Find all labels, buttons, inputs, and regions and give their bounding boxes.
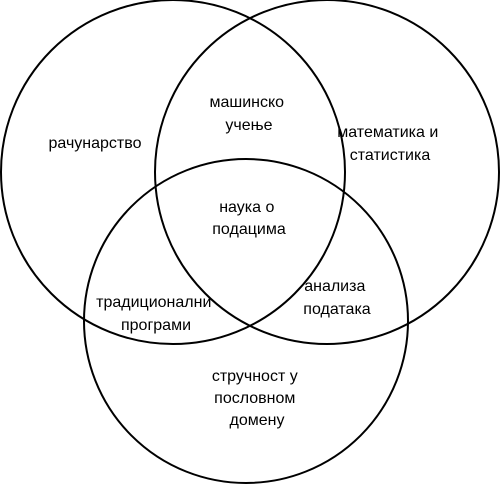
traditional-programs-label-line2: програми xyxy=(121,317,191,334)
data-analysis-label: анализа података xyxy=(303,278,370,318)
domain-expertise-circle xyxy=(83,158,409,484)
traditional-programs-label-line1: традиционални xyxy=(96,294,211,311)
computing-circle xyxy=(0,0,346,345)
data-science-label-line2: подацима xyxy=(212,221,286,238)
traditional-programs-label: традиционални програми xyxy=(96,294,216,334)
data-science-label: наука о подацима xyxy=(212,199,286,238)
math-statistics-label: математика и статистика xyxy=(337,124,443,164)
domain-expertise-label: стручност у пословном домену xyxy=(212,368,302,429)
domain-expertise-label-line1: стручност у xyxy=(212,368,298,385)
computing-label: рачунарство xyxy=(49,135,142,152)
domain-expertise-label-line3: домену xyxy=(230,412,285,429)
domain-expertise-label-line2: пословном xyxy=(214,390,295,407)
data-analysis-label-line2: података xyxy=(303,301,370,318)
machine-learning-label-line1: машинско xyxy=(209,94,284,111)
math-statistics-label-line1: математика и xyxy=(337,124,438,141)
machine-learning-label: машинско учење xyxy=(209,94,288,134)
math-statistics-label-line2: статистика xyxy=(350,147,431,164)
data-analysis-label-line1: анализа xyxy=(304,278,365,295)
math-statistics-circle xyxy=(154,0,500,345)
machine-learning-label-line2: учење xyxy=(225,117,272,134)
data-science-label-line1: наука о xyxy=(219,199,274,216)
